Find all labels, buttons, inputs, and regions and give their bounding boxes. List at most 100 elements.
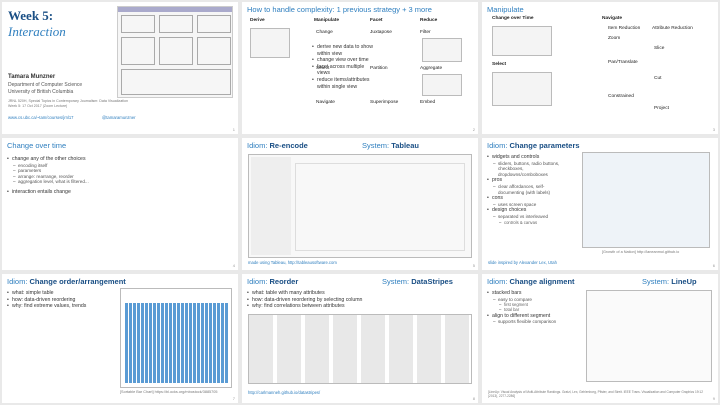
inspired-caption: slide inspired by Alexander Lex, Utah [488, 260, 557, 265]
complexity-bullets: derive new data to show within view chan… [312, 44, 374, 90]
sub-bullet: arrange: rearrange, reorder [7, 174, 89, 180]
course-url[interactable]: www.cs.ubc.ca/~tam/courses/jrnl17 [8, 115, 74, 120]
datastripes-url[interactable]: http://carlmanneh.github.io/datastripes/ [248, 390, 321, 395]
framework-diagram [117, 6, 233, 98]
bullet: change view over time [312, 57, 374, 64]
pan-label: Pan/Translate [608, 60, 638, 65]
bullet: reduce items/attributes within single vi… [312, 77, 374, 90]
page-number: 7 [232, 396, 235, 401]
sub-sub-bullet: total bar [487, 307, 556, 312]
sub-bullet: aggregation level, what is filtered... [7, 179, 89, 185]
slide-reencode[interactable]: Idiom: Re-encode System: Tableau made us… [242, 138, 478, 270]
bullet: cons [487, 195, 567, 202]
slide-change-parameters[interactable]: Idiom: Change parameters widgets and con… [482, 138, 718, 270]
slide-title: Idiom: Reorder [247, 277, 299, 286]
sub-sub-bullet: controls & canvas [487, 220, 567, 225]
slide-change-alignment[interactable]: Idiom: Change alignment System: LineUp s… [482, 274, 718, 403]
sub-bullet: supports flexible comparison [487, 319, 556, 325]
select-icon [492, 72, 552, 106]
sub-bullet: separated vs interleaved [487, 214, 567, 220]
lineup-caption: [LineUp: Visual Analysis of Multi-Attrib… [488, 390, 703, 398]
sub-bullet: parameters [7, 168, 89, 174]
bullet: what: table with many attributes [247, 290, 362, 297]
aggregate-icon [422, 74, 462, 96]
bullet: facet across multiple views [312, 64, 374, 77]
order-bullets: what: simple table how: data-driven reor… [7, 290, 86, 310]
course: JRNL 520H, Special Topics in Contemporar… [8, 99, 128, 103]
page-number: 6 [712, 263, 715, 268]
sub-sub-bullet: first segment [487, 302, 556, 307]
reorder-bullets: what: table with many attributes how: da… [247, 290, 362, 310]
sortable-caption: [Sortable Bar Chart] https://bl.ocks.org… [120, 390, 218, 394]
slide-complexity[interactable]: How to handle complexity: 1 previous str… [242, 2, 478, 134]
change-over-time-label: Change over Time [492, 16, 534, 21]
page-number: 4 [232, 263, 235, 268]
slide-title: How to handle complexity: 1 previous str… [247, 5, 432, 14]
twitter-handle[interactable]: @tamaramunzner [102, 115, 136, 120]
filter-icon [422, 38, 462, 62]
growth-caption: [Growth of a Nation] http://laneanmol.gi… [602, 250, 680, 254]
cut-label: Cut [654, 76, 662, 81]
derive-heading: Derive [250, 18, 265, 23]
sub-bullet: uses screen space [487, 202, 567, 208]
week-heading: Week 5: [8, 8, 54, 23]
embed-label: Embed [420, 100, 436, 105]
facet-heading: Facet [370, 18, 383, 23]
select-label: Select [492, 62, 507, 67]
parameter-bullets: widgets and controls sliders, buttons, r… [487, 154, 567, 225]
superimpose-label: Superimpose [370, 100, 399, 105]
slide-title: Change over time [7, 141, 67, 150]
bullet: stacked bars [487, 290, 556, 297]
tableau-screenshot [248, 154, 472, 258]
change-bullets: change any of the other choices encoding… [7, 156, 89, 196]
juxtapose-label: Juxtapose [370, 30, 392, 35]
bullet: derive new data to show within view [312, 44, 374, 57]
slide-title: Idiom: Change alignment [487, 277, 575, 286]
slide-title: Manipulate [487, 5, 524, 14]
slide-change-over-time[interactable]: Change over time change any of the other… [2, 138, 238, 270]
page-number: 2 [472, 127, 475, 132]
tableau-caption[interactable]: made using Tableau, http://tableausoftwa… [248, 260, 337, 265]
lecture-date: Week 5: 17 Oct 2017 (Zoom Lecture) [8, 104, 68, 108]
navigate-label: Navigate [316, 100, 335, 105]
datastripes-screenshot [248, 314, 472, 384]
alignment-bullets: stacked bars easy to compare first segme… [487, 290, 556, 325]
bullet: interaction entails change [7, 189, 89, 196]
bullet: why: find correlations between attribute… [247, 303, 362, 310]
system-label: System: Tableau [362, 141, 419, 150]
growth-map-screenshot [582, 152, 710, 248]
sub-bullet: easy to compare [487, 297, 556, 303]
bullet: why: find extreme values, trends [7, 303, 86, 310]
slide-manipulate[interactable]: Manipulate Change over Time Navigate Sel… [482, 2, 718, 134]
slice-label: Slice [654, 46, 665, 51]
lineup-screenshot [586, 290, 712, 382]
slide-reorder[interactable]: Idiom: Reorder System: DataStripes what:… [242, 274, 478, 403]
change-label: Change [316, 30, 333, 35]
bullet: design choices [487, 207, 567, 214]
department: Department of Computer Science [8, 82, 83, 88]
bullet: what: simple table [7, 290, 86, 297]
slide-title: Idiom: Re-encode [247, 141, 308, 150]
system-label: System: LineUp [642, 277, 697, 286]
reduce-heading: Reduce [420, 18, 438, 23]
page-number: 9 [712, 396, 715, 401]
slide-title[interactable]: Week 5: Interaction Tamara Munzner Depar… [2, 2, 238, 134]
slide-change-order[interactable]: Idiom: Change order/arrangement what: si… [2, 274, 238, 403]
attribute-reduction-label: Attribute Reduction [652, 26, 693, 31]
bullet: widgets and controls [487, 154, 567, 161]
bullet: how: data-driven reordering by selecting… [247, 297, 362, 304]
page-number: 8 [472, 396, 475, 401]
filter-label: Filter [420, 30, 431, 35]
project-label: Project [654, 106, 669, 111]
change-icon [492, 26, 552, 56]
navigate-label: Navigate [602, 16, 622, 21]
sortable-bar-chart [120, 288, 232, 388]
manipulate-heading: Manipulate [314, 18, 340, 23]
sub-bullet: clear affordances, self-documenting (wit… [487, 184, 567, 195]
topic-heading: Interaction [8, 24, 66, 39]
sub-bullet: encoding itself [7, 163, 89, 169]
page-number: 1 [232, 127, 235, 132]
slide-title: Idiom: Change parameters [487, 141, 580, 150]
page-number: 3 [712, 127, 715, 132]
